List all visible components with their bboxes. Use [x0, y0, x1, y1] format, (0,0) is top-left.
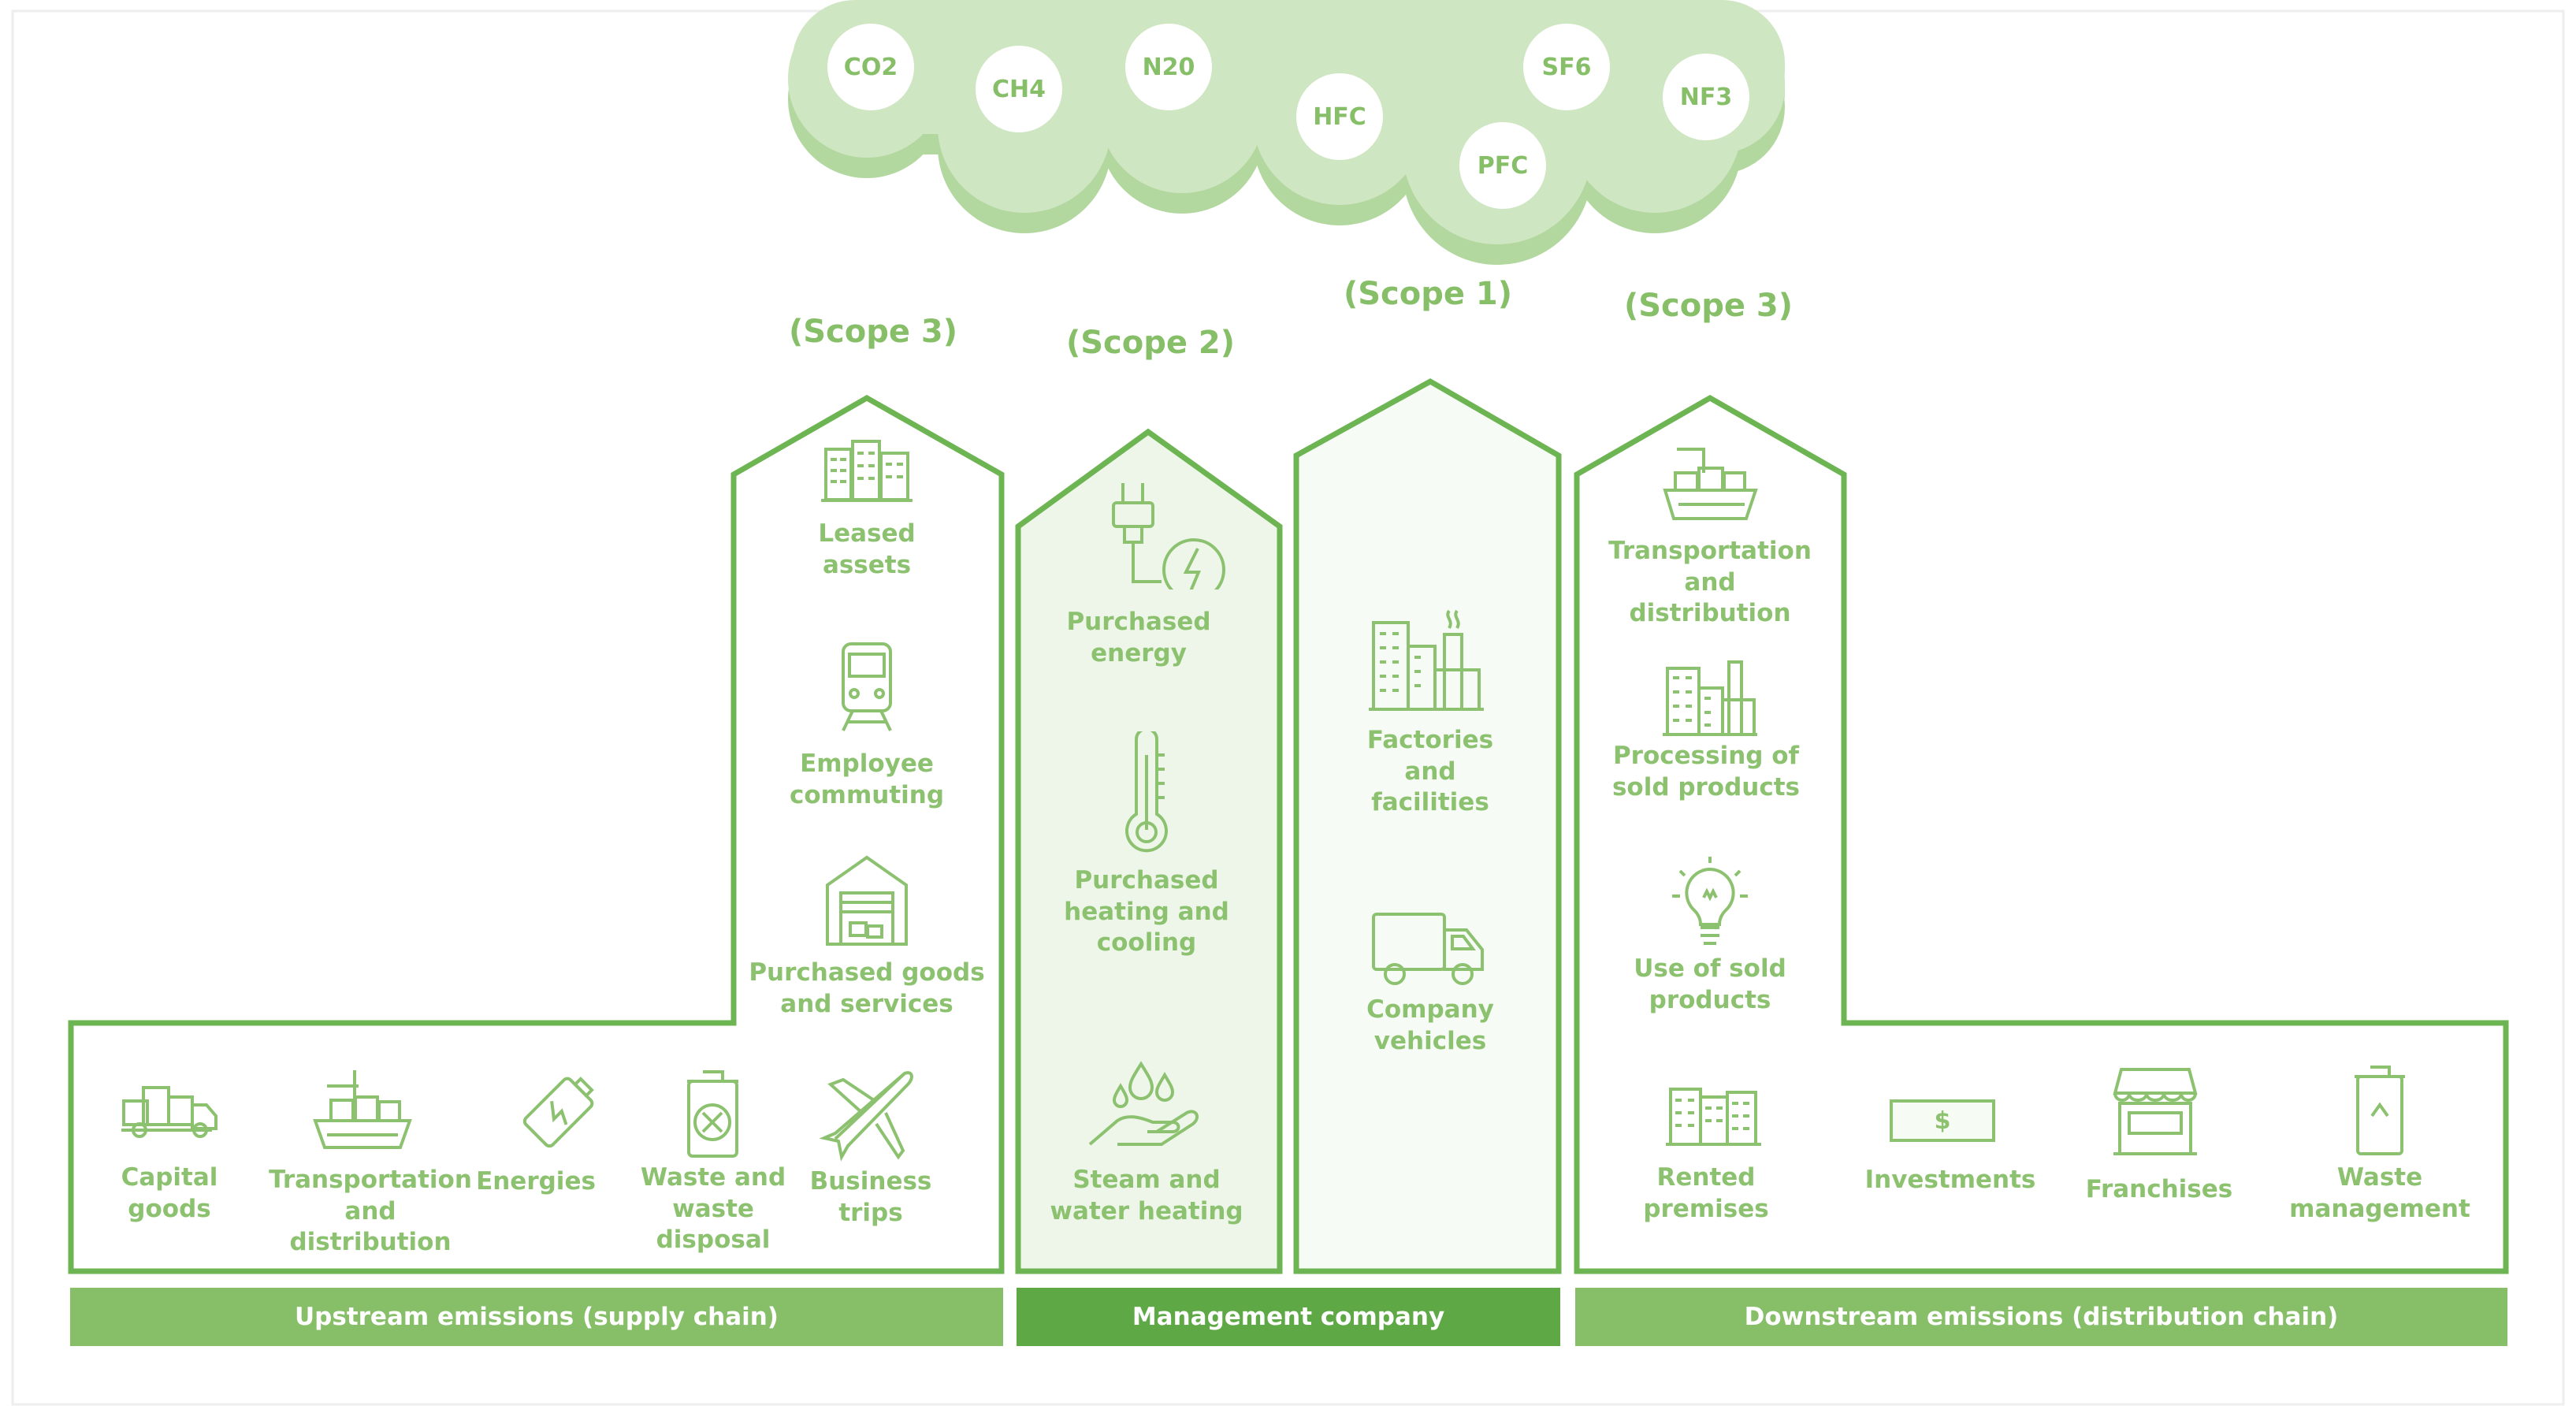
- label-upstream-transportation: Transportation and distribution: [269, 1166, 472, 1257]
- upstream-shape: [68, 394, 1005, 1274]
- processing-plant-icon: [1663, 660, 1757, 736]
- thermometer-icon: [1125, 731, 1168, 853]
- label-purchased-energy: Purchased energy: [1066, 608, 1211, 668]
- gas-sf6: SF6: [1523, 24, 1610, 110]
- label-downstream-transportation: Transportation and distribution: [1608, 537, 1812, 628]
- label-factories-facilities: Factories and facilities: [1366, 726, 1494, 817]
- label-steam-water-heating: Steam and water heating: [1050, 1166, 1243, 1225]
- label-use-sold-products: Use of sold products: [1634, 954, 1786, 1014]
- factory-icon: [1369, 609, 1484, 711]
- scope-label-scope1: (Scope 1): [1343, 276, 1513, 312]
- scope-label-downstream: (Scope 3): [1623, 288, 1794, 324]
- gas-hfc: HFC: [1296, 73, 1383, 160]
- upstream-emissions-bar: Upstream emissions (supply chain): [70, 1288, 1003, 1346]
- label-energies: Energies: [476, 1167, 596, 1196]
- train-icon: [842, 642, 892, 731]
- downstream-shape: [1574, 394, 2509, 1274]
- plug-energy-icon: [1112, 483, 1225, 589]
- gas-n2o: N20: [1125, 24, 1212, 110]
- gas-pfc: PFC: [1459, 122, 1546, 209]
- gas-ch4: CH4: [976, 46, 1062, 132]
- label-company-vehicles: Company vehicles: [1366, 995, 1494, 1055]
- waste-bin-icon: [687, 1070, 738, 1158]
- dollar-symbol: $: [1934, 1106, 1951, 1135]
- label-purchased-goods: Purchased goods and services: [749, 958, 985, 1018]
- scope1-shape: [1293, 377, 1562, 1274]
- gas-nf3: NF3: [1663, 54, 1749, 140]
- label-processing-sold-products: Processing of sold products: [1611, 742, 1801, 801]
- water-hand-icon: [1088, 1061, 1199, 1146]
- scope-label-scope2: (Scope 2): [1065, 325, 1236, 361]
- label-waste-management: Waste management: [2289, 1163, 2470, 1223]
- downstream-emissions-bar: Downstream emissions (distribution chain…: [1575, 1288, 2507, 1346]
- emissions-cloud: [788, 0, 1785, 265]
- light-bulb-icon: [1672, 857, 1748, 945]
- label-leased-assets: Leased assets: [818, 519, 916, 579]
- label-capital-goods: Capital goods: [121, 1163, 218, 1223]
- label-business-trips: Business trips: [809, 1167, 932, 1227]
- cargo-ship-icon: [313, 1070, 412, 1149]
- label-rented-premises: Rented premises: [1643, 1163, 1769, 1223]
- label-investments: Investments: [1864, 1166, 2036, 1194]
- battery-icon: [522, 1077, 594, 1148]
- gas-co2: CO2: [827, 24, 914, 110]
- scope-label-upstream: (Scope 3): [788, 314, 958, 350]
- building-icon: [821, 440, 913, 502]
- rented-building-icon: [1666, 1088, 1761, 1146]
- airplane-icon: [820, 1071, 913, 1162]
- downstream-ship-icon: [1663, 448, 1758, 520]
- truck-cargo-icon: [121, 1086, 217, 1138]
- delivery-truck-icon: [1372, 913, 1484, 985]
- recycle-bin-icon: [2355, 1066, 2405, 1155]
- label-employee-commuting: Employee commuting: [789, 749, 945, 809]
- label-purchased-heating-cooling: Purchased heating and cooling: [1064, 866, 1229, 958]
- storefront-icon: [2113, 1068, 2198, 1155]
- label-franchises: Franchises: [2085, 1175, 2233, 1203]
- management-company-bar: Management company: [1017, 1288, 1560, 1346]
- label-waste-disposal: Waste and waste disposal: [640, 1163, 786, 1255]
- dollar-bill-icon: $: [1890, 1099, 1995, 1142]
- warehouse-icon: [826, 855, 908, 946]
